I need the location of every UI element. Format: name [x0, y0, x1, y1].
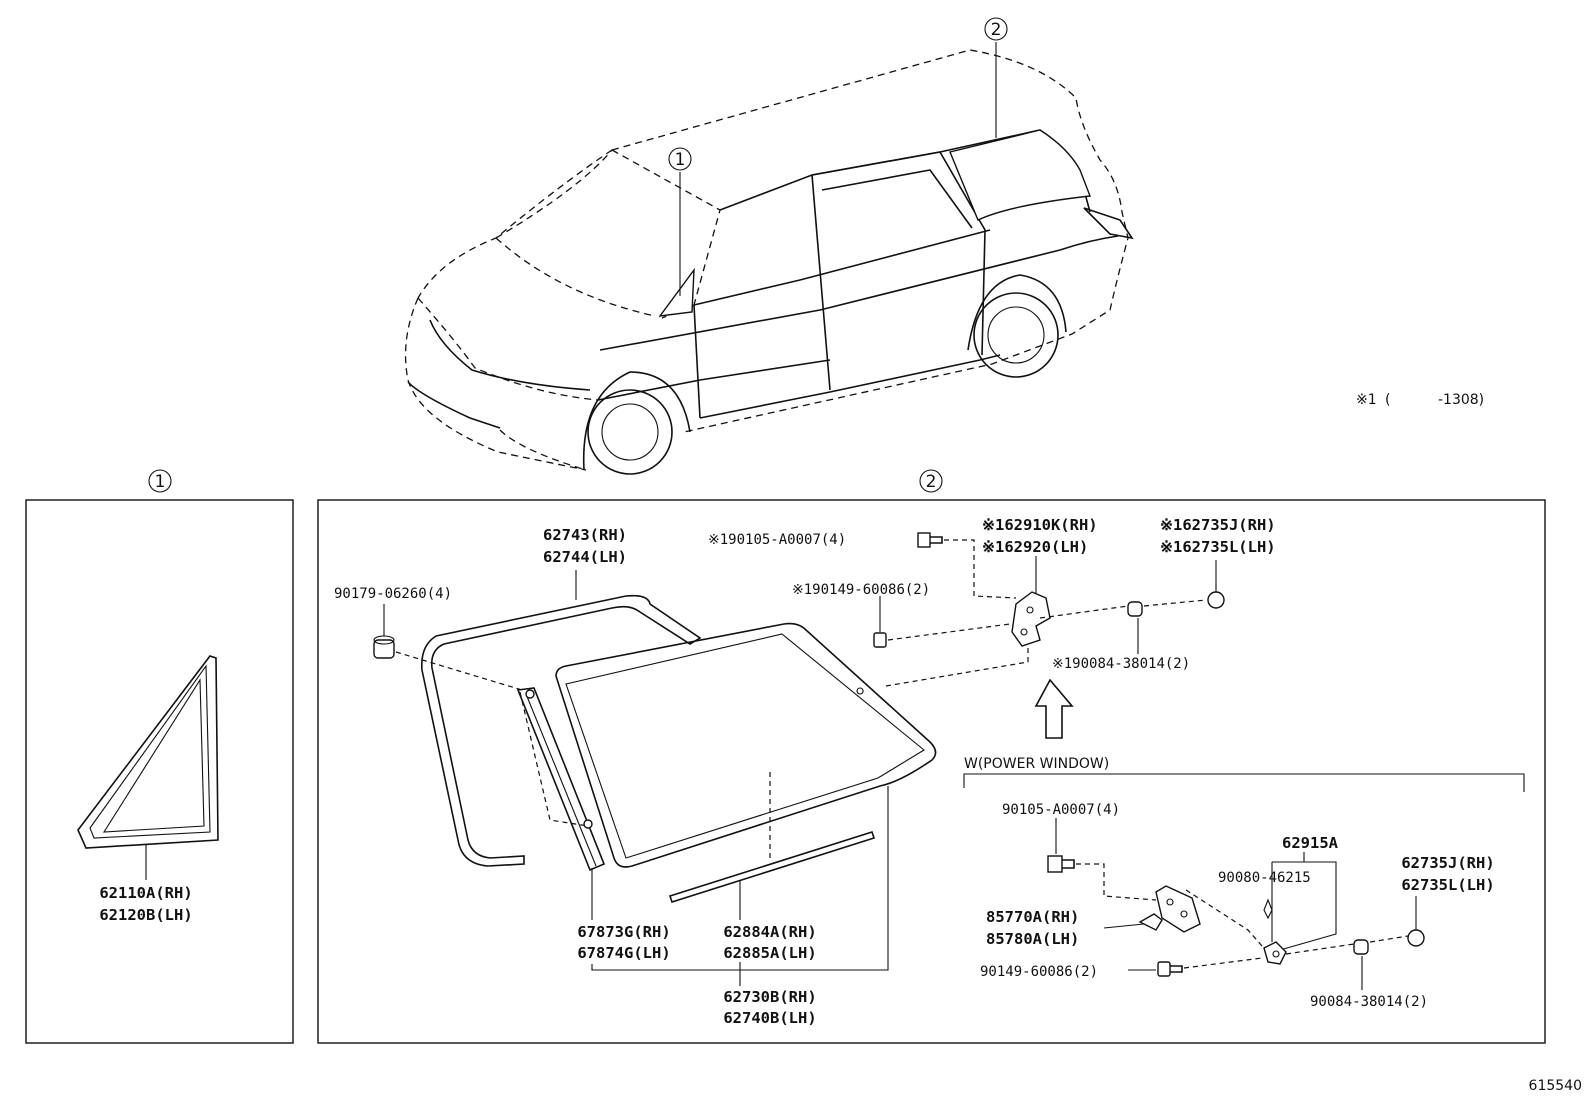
nut-part	[373, 604, 589, 827]
pw-clip-part	[1263, 898, 1273, 920]
quarter-glass-part	[555, 622, 1029, 868]
part-label-62885a: 62885A(LH)	[723, 944, 816, 962]
pw-bolt-part	[1128, 935, 1409, 977]
glass-leader	[591, 786, 889, 986]
part-label-67873g: 67873G(RH)	[577, 923, 670, 941]
weatherstrip-part	[420, 570, 702, 867]
part-label-62884a: 62884A(RH)	[723, 923, 816, 941]
part-label-85770a: 85770A(RH)	[986, 908, 1079, 926]
applicability-note-open: (	[1385, 392, 1390, 408]
callout-2-panel: 2	[919, 469, 943, 493]
part-label-62730b: 62730B(RH)	[723, 988, 816, 1006]
part-label-90149-mid: ※190149-60086(2)	[792, 582, 930, 598]
power-window-bracket	[963, 773, 1525, 792]
svg-text:2: 2	[926, 472, 937, 492]
part-label-62110a: 62110A(RH)	[99, 884, 192, 902]
part-label-90105-a0007-top: ※190105-A0007(4)	[708, 532, 846, 548]
part-label-62735l-top: ※162735L(LH)	[1160, 538, 1276, 556]
part-label-62915a: 62915A	[1282, 834, 1339, 852]
panel-1-frame	[25, 499, 294, 1044]
moulding-part	[668, 830, 876, 920]
view-arrow-icon	[1034, 678, 1074, 739]
applicability-note-range: -1308)	[1438, 392, 1484, 408]
part-label-62743: 62743(RH)	[543, 526, 627, 544]
run-channel-part	[516, 687, 606, 920]
part-label-62735l-pw: 62735L(LH)	[1401, 876, 1494, 894]
part-label-pw-90105: 90105-A0007(4)	[1002, 802, 1120, 818]
part-label-67874g: 67874G(LH)	[577, 944, 670, 962]
bush-top-part	[1127, 601, 1143, 654]
part-label-62735j-top: ※162735J(RH)	[1160, 516, 1276, 534]
pw-cover-part	[1407, 896, 1425, 947]
screw-top-part	[917, 532, 1017, 599]
part-label-62910k: ※162910K(RH)	[982, 516, 1098, 534]
part-label-90084-top: ※190084-38014(2)	[1052, 656, 1190, 672]
cover-top-part	[1207, 560, 1225, 609]
hinge-part	[1011, 556, 1051, 647]
part-label-90179: 90179-06260(4)	[334, 586, 452, 602]
vehicle-illustration	[404, 42, 1134, 475]
part-label-90080: 90080-46215	[1218, 870, 1311, 886]
svg-text:1: 1	[155, 472, 166, 492]
panel-2-frame	[317, 499, 1546, 1044]
part-label-62920: ※162920(LH)	[982, 538, 1088, 556]
part-label-62735j-pw: 62735J(RH)	[1401, 854, 1494, 872]
part-label-62744: 62744(LH)	[543, 548, 627, 566]
drawing-number: 615540	[1529, 1078, 1582, 1094]
part-label-pw-90149: 90149-60086(2)	[980, 964, 1098, 980]
part-label-62740b: 62740B(LH)	[723, 1009, 816, 1027]
part-label-pw-90084: 90084-38014(2)	[1310, 994, 1428, 1010]
bolt-mid-part	[873, 596, 1207, 648]
part-label-62120b: 62120B(LH)	[99, 906, 192, 924]
pw-motor-part	[1103, 885, 1263, 947]
front-quarter-glass-part	[77, 655, 219, 880]
pw-screw-part	[1047, 818, 1157, 901]
svg-text:2: 2	[991, 20, 1002, 40]
pw-assy-bracket	[1271, 852, 1337, 951]
applicability-note-mark: ※1	[1356, 392, 1377, 408]
callout-1-vehicle: 1	[668, 147, 692, 171]
pw-bush-part	[1353, 939, 1369, 990]
power-window-title: W(POWER WINDOW)	[964, 756, 1109, 772]
callout-1-panel: 1	[148, 469, 172, 493]
callout-2-vehicle: 2	[984, 17, 1008, 41]
part-label-85780a: 85780A(LH)	[986, 930, 1079, 948]
svg-text:1: 1	[675, 150, 686, 170]
pw-hinge-part	[1263, 941, 1287, 965]
